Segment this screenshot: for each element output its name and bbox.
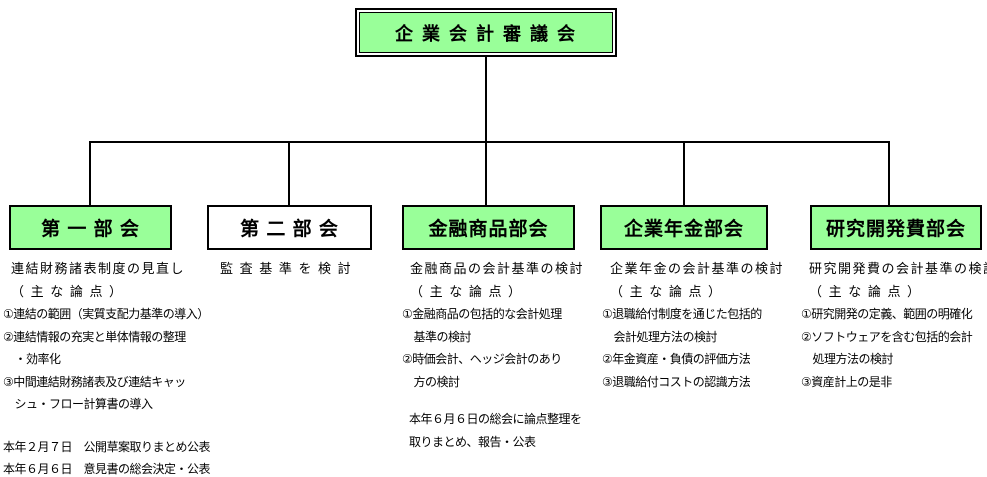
branch-bus-line bbox=[89, 141, 890, 143]
text-line: ②ソフトウェアを含む包括的会計 bbox=[801, 329, 973, 344]
text-line: 監 査 基 準 を 検 討 bbox=[220, 261, 353, 276]
branch-points: ①退職給付制度を通じた包括的 会計処理方法の検討 ②年金資産・負債の評価方法 ③退職… bbox=[602, 303, 814, 393]
text-line: 研究開発費の会計基準の検討 bbox=[809, 261, 987, 276]
text-line: 本年６月６日 意見書の総会決定・公表 bbox=[3, 462, 211, 476]
branch-notes-kigyo-nenkin-bukai: 企業年金の会計基準の検討 （ 主 な 論 点 ） ①退職給付制度を通じた包括的 会… bbox=[602, 258, 814, 393]
text-line: 本年６月６日の総会に論点整理を bbox=[409, 412, 582, 426]
branch-summary: 研究開発費の会計基準の検討 （ 主 な 論 点 ） bbox=[801, 258, 987, 303]
text-line: （ 主 な 論 点 ） bbox=[410, 283, 523, 299]
text-line: ①連結の範囲（実質支配力基準の導入） bbox=[3, 307, 209, 321]
text-line: 方の検討 bbox=[402, 374, 461, 389]
branch-box-kigyo-nenkin-bukai: 企業年金部会 bbox=[600, 205, 768, 250]
text-line: シュ・フロー計算書の導入 bbox=[3, 397, 154, 411]
root-stem-connector bbox=[485, 57, 487, 143]
text-line: ①研究開発の定義、範囲の明確化 bbox=[801, 307, 973, 321]
branch-notes-daiichi-bukai: 連結財務諸表制度の見直し （ 主 な 論 点 ） ①連結の範囲（実質支配力基準の導… bbox=[3, 258, 215, 477]
text-line: （ 主 な 論 点 ） bbox=[809, 283, 922, 299]
text-line: ③資産計上の是非 bbox=[801, 374, 892, 389]
text-line: （ 主 な 論 点 ） bbox=[11, 283, 124, 299]
drop-connector-1 bbox=[89, 141, 91, 205]
branch-notes-kenkyu-kaihatsuhi-bukai: 研究開発費の会計基準の検討 （ 主 な 論 点 ） ①研究開発の定義、範囲の明確化… bbox=[801, 258, 987, 393]
branch-notes-kinyu-shohin-bukai: 金融商品の会計基準の検討 （ 主 な 論 点 ） ①金融商品の包括的な会計処理 基… bbox=[402, 258, 614, 453]
branch-summary: 監 査 基 準 を 検 討 bbox=[212, 258, 424, 281]
branch-summary: 企業年金の会計基準の検討 （ 主 な 論 点 ） bbox=[602, 258, 814, 303]
text-line: ①退職給付制度を通じた包括的 bbox=[602, 307, 762, 321]
root-box-label: 企 業 会 計 審 議 会 bbox=[359, 12, 613, 53]
text-line: 会計処理方法の検討 bbox=[602, 329, 718, 344]
branch-points: ①連結の範囲（実質支配力基準の導入） ②連結情報の充実と単体情報の整理 ・効率化 ③… bbox=[3, 303, 215, 416]
branch-footer: 本年６月６日の総会に論点整理を取りまとめ、報告・公表 bbox=[402, 408, 614, 453]
text-line: ①金融商品の包括的な会計処理 bbox=[402, 307, 562, 321]
branch-footer: 本年２月７日 公開草案取りまとめ公表本年６月６日 意見書の総会決定・公表 bbox=[3, 436, 215, 477]
drop-connector-5 bbox=[888, 141, 890, 205]
text-line: 連結財務諸表制度の見直し bbox=[11, 261, 186, 276]
text-line: 本年２月７日 公開草案取りまとめ公表 bbox=[3, 439, 211, 454]
text-line: ②連結情報の充実と単体情報の整理 bbox=[3, 329, 186, 344]
text-line: ②年金資産・負債の評価方法 bbox=[602, 352, 751, 366]
branch-notes-daini-bukai: 監 査 基 準 を 検 討 bbox=[212, 258, 424, 281]
branch-box-daiichi-bukai: 第 一 部 会 bbox=[9, 205, 172, 250]
text-line: ・効率化 bbox=[3, 352, 62, 366]
branch-summary: 金融商品の会計基準の検討 （ 主 な 論 点 ） bbox=[402, 258, 614, 303]
branch-summary: 連結財務諸表制度の見直し （ 主 な 論 点 ） bbox=[3, 258, 215, 303]
text-line: 取りまとめ、報告・公表 bbox=[409, 434, 536, 449]
text-line: 企業年金の会計基準の検討 bbox=[610, 261, 785, 276]
root-box: 企 業 会 計 審 議 会 bbox=[355, 8, 617, 57]
text-line: 基準の検討 bbox=[402, 329, 472, 344]
branch-points: ①研究開発の定義、範囲の明確化 ②ソフトウェアを含む包括的会計 処理方法の検討 ③資… bbox=[801, 303, 987, 393]
branch-box-daini-bukai: 第 二 部 会 bbox=[207, 205, 372, 250]
text-line: ③中間連結財務諸表及び連結キャッ bbox=[3, 374, 186, 389]
drop-connector-3 bbox=[485, 141, 487, 205]
text-line: ②時価会計、ヘッジ会計のあり bbox=[402, 352, 562, 366]
text-line: 処理方法の検討 bbox=[801, 352, 894, 366]
drop-connector-2 bbox=[288, 141, 290, 205]
text-line: ③退職給付コストの認識方法 bbox=[602, 374, 751, 389]
branch-box-kenkyu-kaihatsuhi-bukai: 研究開発費部会 bbox=[810, 205, 982, 250]
drop-connector-4 bbox=[683, 141, 685, 205]
branch-points: ①金融商品の包括的な会計処理 基準の検討 ②時価会計、ヘッジ会計のあり 方の検討 bbox=[402, 303, 614, 393]
text-line: 金融商品の会計基準の検討 bbox=[410, 261, 585, 276]
branch-box-kinyu-shohin-bukai: 金融商品部会 bbox=[402, 205, 575, 250]
text-line: （ 主 な 論 点 ） bbox=[610, 283, 723, 299]
